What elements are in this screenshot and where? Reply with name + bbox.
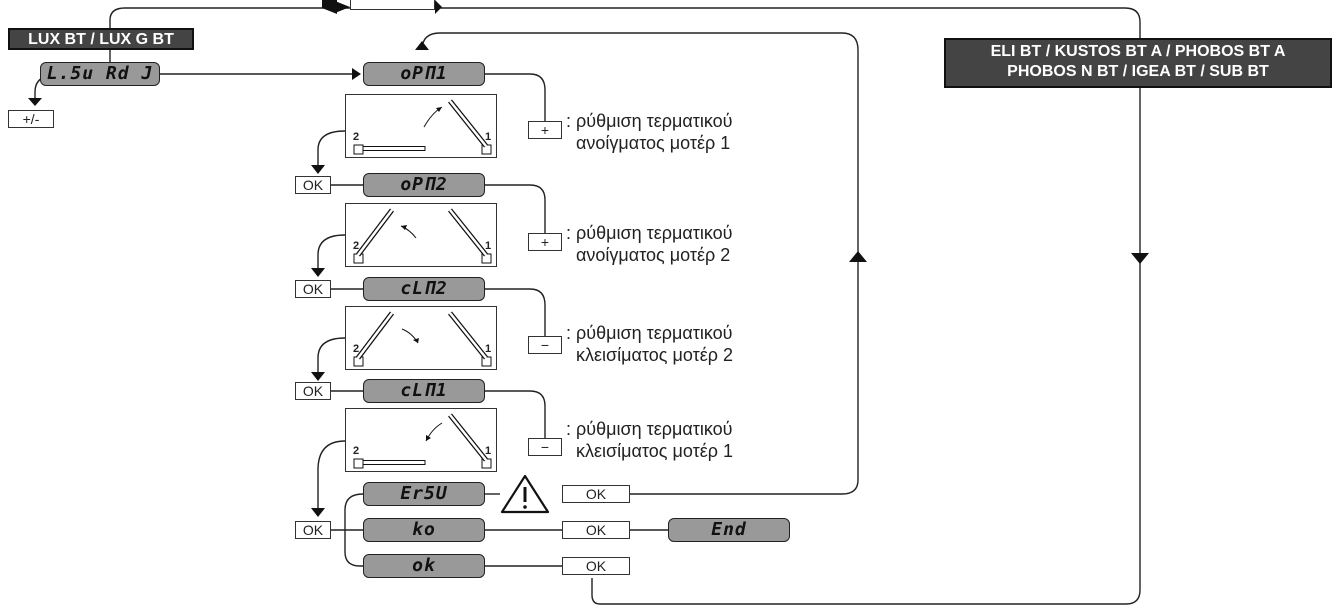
gate-picture-1: 2 1 — [345, 94, 497, 158]
plus-key-1[interactable]: + — [528, 121, 562, 139]
gate-picture-2: 2 1 — [345, 203, 497, 267]
description-4: : ρύθμιση τερματικού κλεισίματος μοτέρ 1 — [566, 418, 733, 462]
motor-1-label: 1 — [485, 240, 492, 252]
arrow-head-icon — [28, 0, 1149, 517]
motor-2-label: 2 — [353, 131, 360, 143]
ok-key-ko[interactable]: OK — [562, 521, 630, 539]
description-2-line2: ανοίγματος μοτέρ 2 — [576, 245, 731, 265]
ok-key-4[interactable]: OK — [295, 521, 331, 539]
description-1-line2: ανοίγματος μοτέρ 1 — [576, 133, 731, 153]
gate-picture-3: 2 1 — [345, 306, 497, 370]
gate-drawing-2 — [353, 208, 492, 264]
display-ko: ko — [363, 518, 485, 542]
ok-key-ok[interactable]: OK — [562, 557, 630, 575]
display-lsw-adj: L.5u Rd J — [40, 62, 160, 86]
motor-2-label: 2 — [353, 343, 360, 355]
minus-key-1[interactable]: − — [528, 336, 562, 354]
motor-2-label: 2 — [353, 240, 360, 252]
display-opm2: oPΠ2 — [363, 173, 485, 197]
header-eli-line2: PHOBOS N BT / IGEA BT / SUB BT — [1007, 63, 1269, 80]
description-3-line2: κλεισίματος μοτέρ 2 — [576, 345, 733, 365]
header-eli: ELI BT / KUSTOS BT A / PHOBOS BT A PHOBO… — [944, 38, 1332, 88]
minus-key-2[interactable]: − — [528, 438, 562, 456]
gate-drawing-1 — [353, 99, 492, 155]
display-end: End — [668, 518, 790, 542]
header-lux: LUX BT / LUX G BT — [8, 28, 194, 50]
gate-picture-4: 2 1 — [345, 408, 497, 472]
motor-1-label: 1 — [485, 343, 492, 355]
header-eli-line1: ELI BT / KUSTOS BT A / PHOBOS BT A — [990, 43, 1286, 60]
description-2: : ρύθμιση τερματικού ανοίγματος μοτέρ 2 — [566, 222, 732, 266]
motor-2-label: 2 — [353, 445, 360, 457]
motor-1-label: 1 — [485, 445, 492, 457]
ok-key-1[interactable]: OK — [295, 176, 331, 194]
description-3-line1: : ρύθμιση τερματικού — [566, 323, 733, 343]
description-4-line2: κλεισίματος μοτέρ 1 — [576, 441, 733, 461]
warning-triangle-icon — [500, 474, 550, 514]
display-clm2: cLΠ2 — [363, 277, 485, 301]
display-clm1: cLΠ1 — [363, 379, 485, 403]
plus-minus-key[interactable]: +/- — [8, 110, 54, 128]
description-1-line1: : ρύθμιση τερματικού — [566, 111, 733, 131]
display-ersu: Er5U — [363, 482, 485, 506]
description-2-line1: : ρύθμιση τερματικού — [566, 223, 733, 243]
ok-key-ersu[interactable]: OK — [562, 485, 630, 503]
description-4-line1: : ρύθμιση τερματικού — [566, 419, 733, 439]
display-ok: ok — [363, 554, 485, 578]
top-key[interactable] — [350, 0, 435, 10]
description-1: : ρύθμιση τερματικού ανοίγματος μοτέρ 1 — [566, 110, 732, 154]
gate-drawing-3 — [353, 311, 492, 367]
motor-1-label: 1 — [485, 131, 492, 143]
ok-key-3[interactable]: OK — [295, 382, 331, 400]
ok-key-2[interactable]: OK — [295, 280, 331, 298]
display-opm1: oPΠ1 — [363, 62, 485, 86]
plus-key-2[interactable]: + — [528, 233, 562, 251]
gate-drawing-4 — [353, 413, 492, 469]
description-3: : ρύθμιση τερματικού κλεισίματος μοτέρ 2 — [566, 322, 733, 366]
